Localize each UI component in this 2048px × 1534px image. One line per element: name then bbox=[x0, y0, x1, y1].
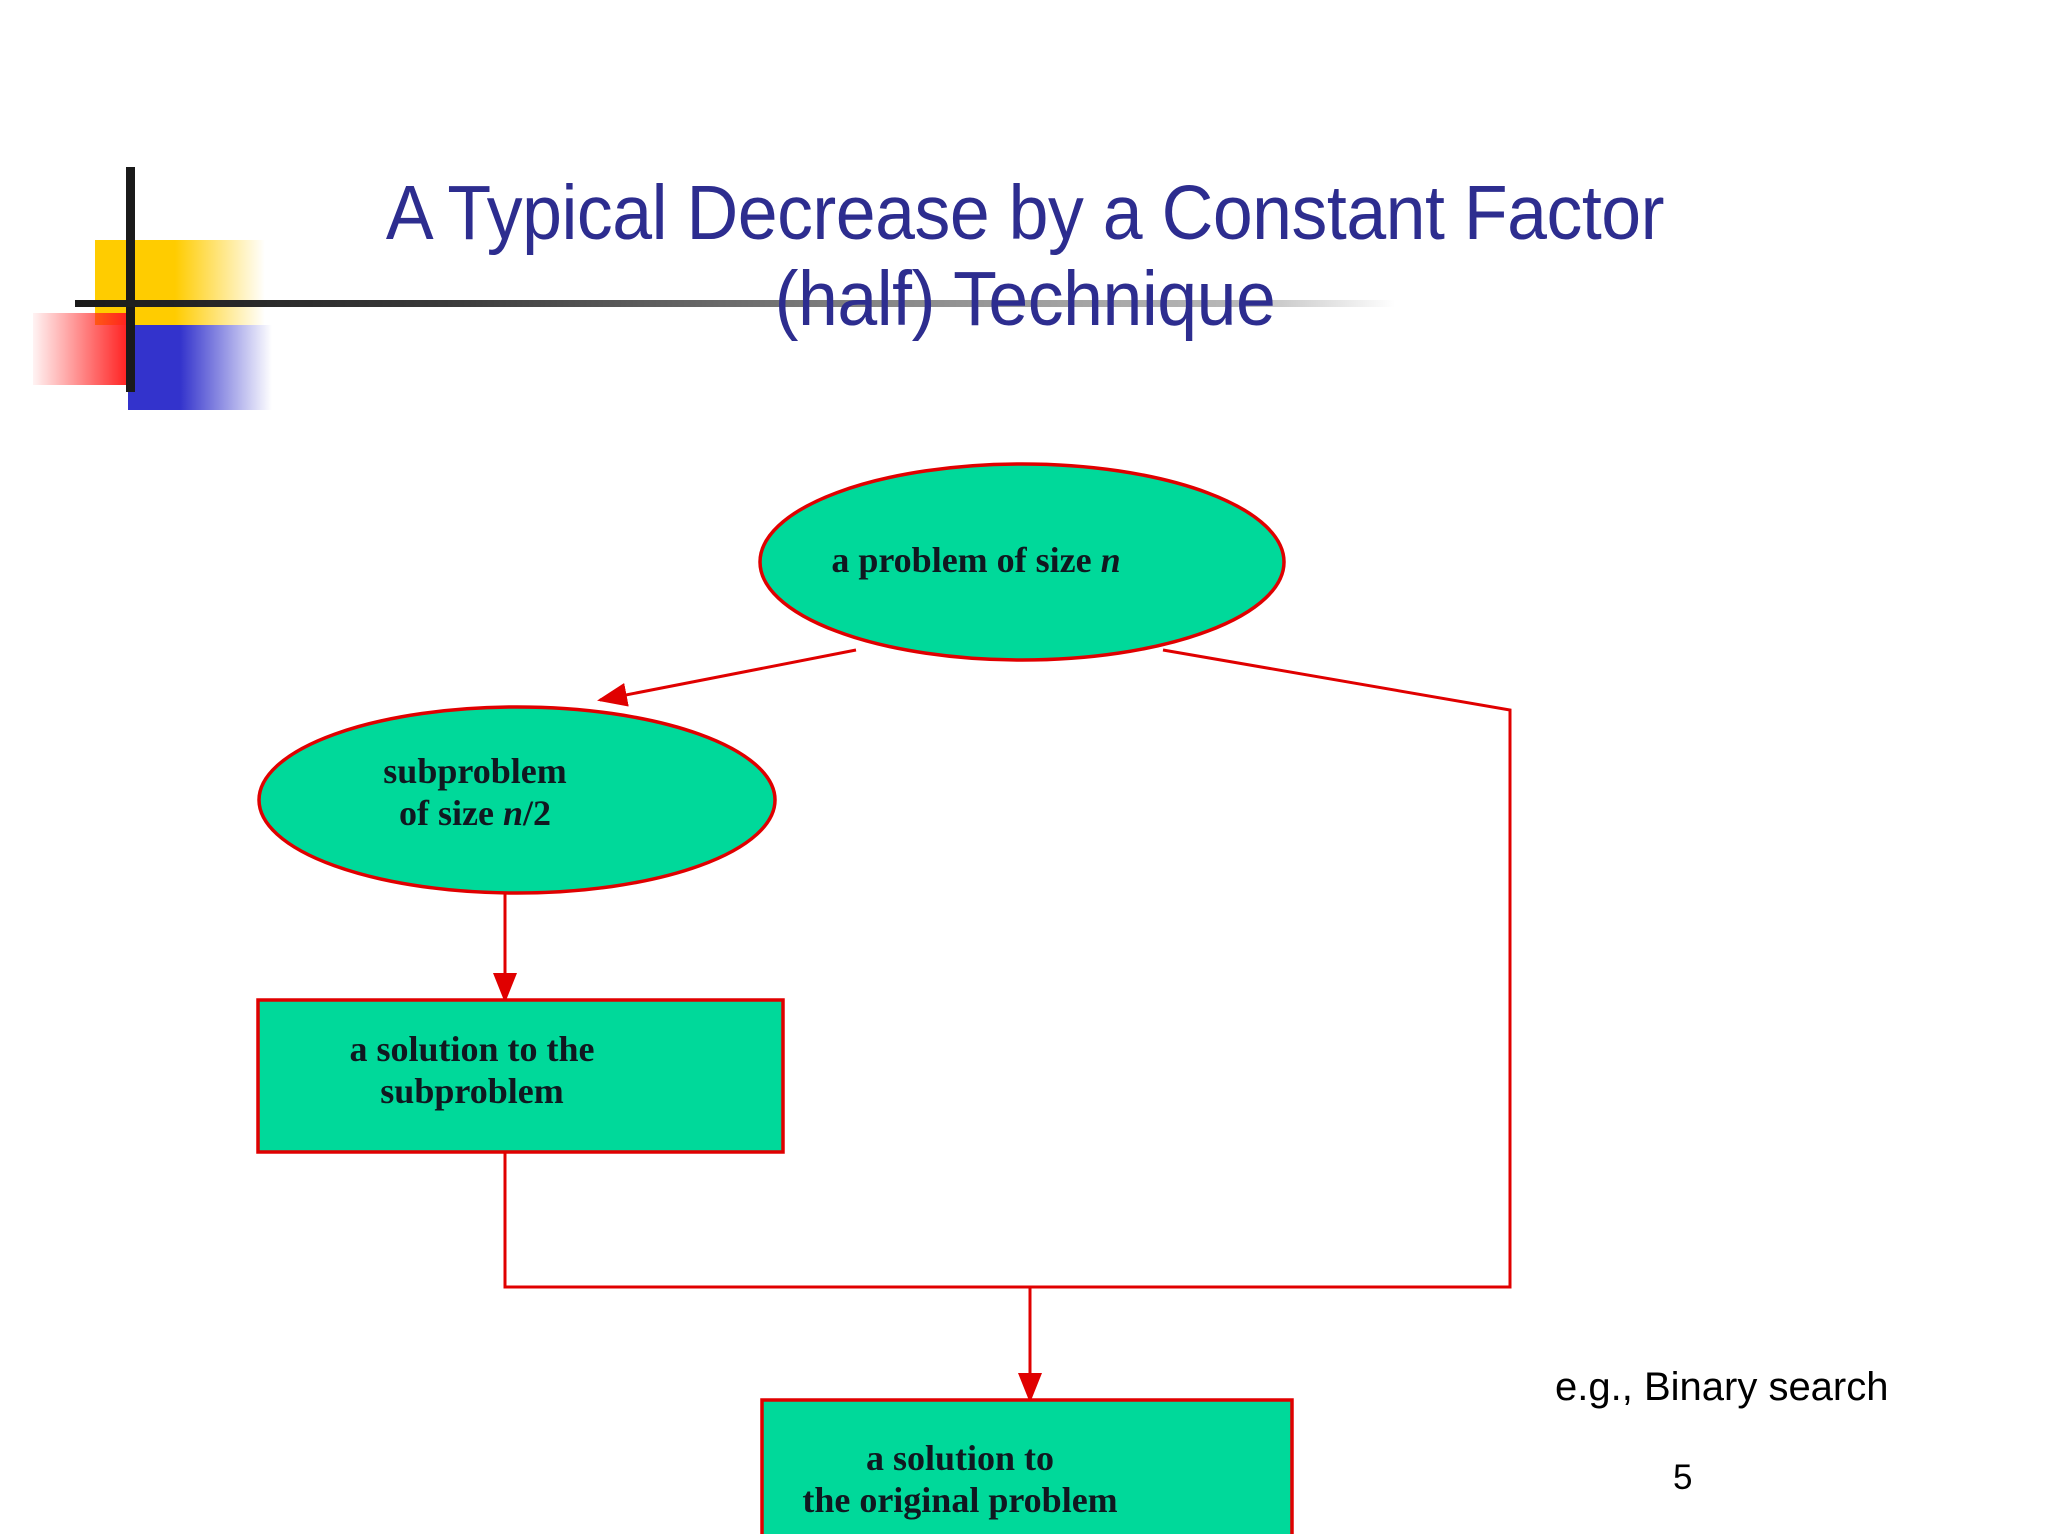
page-title: A Typical Decrease by a Constant Factor … bbox=[385, 170, 1665, 343]
logo-blue-fade-block bbox=[180, 325, 272, 410]
logo-blue-block bbox=[128, 325, 180, 410]
page-number: 5 bbox=[1673, 1458, 1693, 1497]
node-subproblem[interactable] bbox=[257, 705, 777, 895]
edge-problem-to-subproblem bbox=[597, 648, 857, 707]
logo-red-block bbox=[33, 313, 128, 385]
title-rule bbox=[75, 300, 1395, 307]
design-blocks-icon bbox=[20, 155, 1395, 410]
logo-yellow-block bbox=[95, 240, 175, 325]
logo-yellow-fade-block bbox=[175, 240, 265, 325]
edge-problem-to-solution-original bbox=[503, 648, 1512, 1289]
node-solution-original[interactable] bbox=[760, 1398, 1294, 1534]
example-note: e.g., Binary search bbox=[1555, 1365, 1889, 1409]
node-problem[interactable] bbox=[758, 462, 1286, 662]
logo-vertical-bar bbox=[126, 167, 135, 392]
node-solution-subproblem[interactable] bbox=[256, 998, 785, 1154]
